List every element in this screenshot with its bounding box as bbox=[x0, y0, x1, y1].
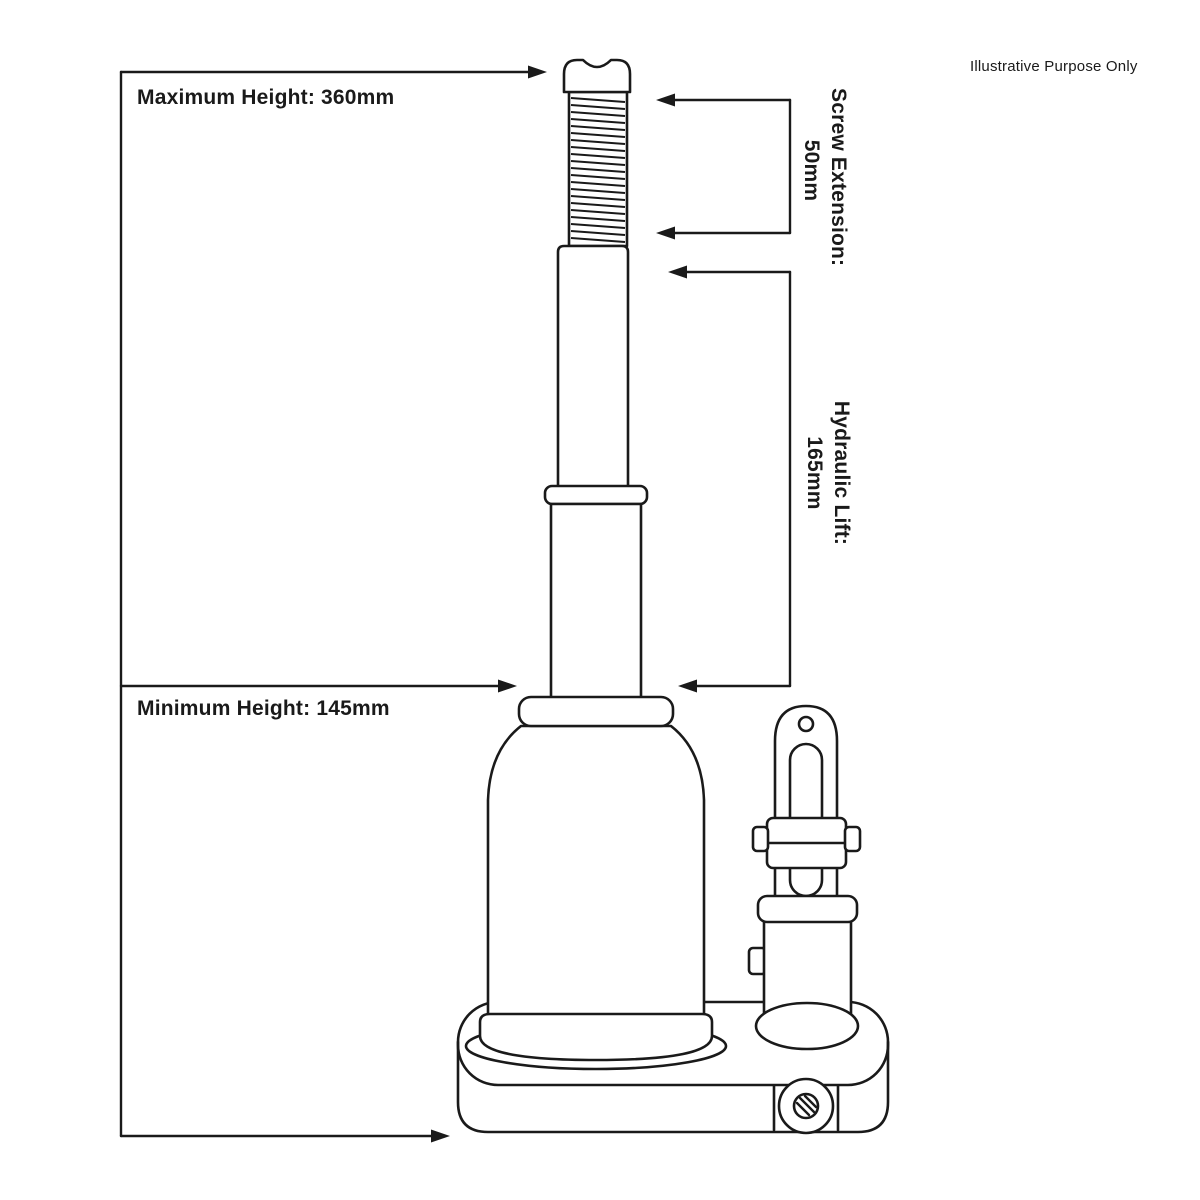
release-valve-slot-hatch bbox=[795, 1094, 818, 1117]
max-height-label: Maximum Height: 360mm bbox=[137, 86, 395, 109]
max-min-height-dimension-lines bbox=[119, 65, 547, 1143]
pump-foot bbox=[754, 1001, 860, 1051]
bottle-foot bbox=[478, 1012, 714, 1062]
ram-gland-nut bbox=[543, 484, 649, 506]
arrow-lift-bottom bbox=[678, 679, 697, 693]
arrow-min-height bbox=[498, 679, 517, 693]
screw-extension-label-line1: Screw Extension: bbox=[827, 88, 850, 267]
arrow-screw-bottom bbox=[656, 226, 675, 240]
screw-extension-dimension-lines bbox=[656, 93, 792, 240]
pump-assembly bbox=[747, 704, 862, 1051]
socket-pivot-hole bbox=[797, 715, 815, 733]
hydraulic-lift-label-line1: Hydraulic Lift: bbox=[830, 400, 853, 546]
screw-extension-label: Screw Extension: 50mm bbox=[798, 88, 852, 267]
extension-ram bbox=[556, 244, 630, 494]
hydraulic-lift-dimension-lines bbox=[668, 265, 792, 693]
clamp-bolt-left bbox=[751, 825, 770, 853]
base-front-face bbox=[456, 1040, 890, 1134]
bottle-body bbox=[478, 695, 714, 1062]
pump-top-cap bbox=[756, 894, 859, 924]
screw-extension-label-line2: 50mm bbox=[800, 139, 823, 202]
release-valve bbox=[777, 1077, 835, 1135]
arrow-screw-top bbox=[656, 93, 675, 107]
ram-body bbox=[549, 502, 643, 702]
bottle-shell bbox=[486, 724, 706, 1018]
base-valve-notch bbox=[772, 1084, 840, 1132]
saddle bbox=[562, 58, 632, 94]
screw-thread bbox=[567, 90, 629, 248]
hydraulic-lift-label-line2: 165mm bbox=[803, 436, 826, 510]
hydraulic-lift-label: Hydraulic Lift: 165mm bbox=[801, 398, 855, 548]
arrow-base-bottom bbox=[431, 1129, 450, 1143]
min-height-label: Minimum Height: 145mm bbox=[137, 697, 390, 720]
cylinder-neck-ring bbox=[517, 695, 675, 728]
clamp-bolt-right bbox=[843, 825, 862, 853]
release-valve-screw bbox=[792, 1092, 820, 1120]
arrow-lift-top bbox=[668, 265, 687, 279]
arrow-max-height bbox=[528, 65, 547, 79]
hydraulic-ram bbox=[543, 484, 649, 702]
illustrative-purpose-note: Illustrative Purpose Only bbox=[970, 58, 1138, 75]
